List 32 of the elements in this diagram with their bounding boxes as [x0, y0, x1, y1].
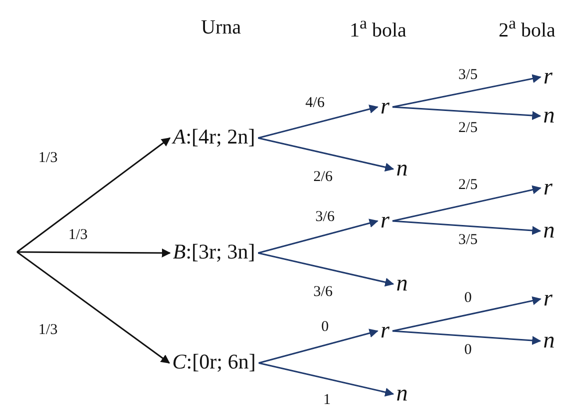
column-heading: Urna — [201, 16, 241, 40]
outcome-label: n — [395, 155, 409, 181]
arrow — [258, 252, 394, 287]
outcome-label: n — [395, 380, 409, 406]
outcome-label: n — [542, 102, 556, 128]
outcome-label: r — [542, 174, 554, 200]
arrow — [392, 296, 542, 332]
outcome-label: r — [542, 63, 554, 89]
outcome-label: n — [542, 327, 556, 353]
arrow — [17, 248, 171, 258]
urn-label: B:[3r; 3n] — [172, 240, 256, 264]
arrow — [258, 218, 378, 254]
urn-label: C:[0r; 6n] — [171, 350, 257, 374]
outcome-label: r — [380, 207, 390, 233]
column-heading: 1$^{a}$ bola — [350, 14, 406, 42]
outcome-label: r — [380, 317, 390, 343]
arrow — [258, 137, 394, 172]
arrow — [258, 104, 378, 139]
column-heading: 2$^{a}$ bola — [498, 14, 556, 42]
outcome-label: n — [542, 217, 556, 243]
outcome-label: r — [542, 285, 554, 311]
outcome-label: r — [380, 93, 390, 119]
arrow — [392, 185, 542, 222]
arrow — [258, 362, 394, 397]
arrow — [258, 328, 378, 364]
arrow — [16, 251, 170, 364]
arrow — [392, 74, 542, 108]
arrow — [16, 137, 171, 253]
arrow — [392, 220, 542, 235]
urn-label: A:[4r; 2n] — [172, 125, 256, 149]
outcome-label: n — [395, 270, 409, 296]
arrow — [392, 106, 542, 120]
